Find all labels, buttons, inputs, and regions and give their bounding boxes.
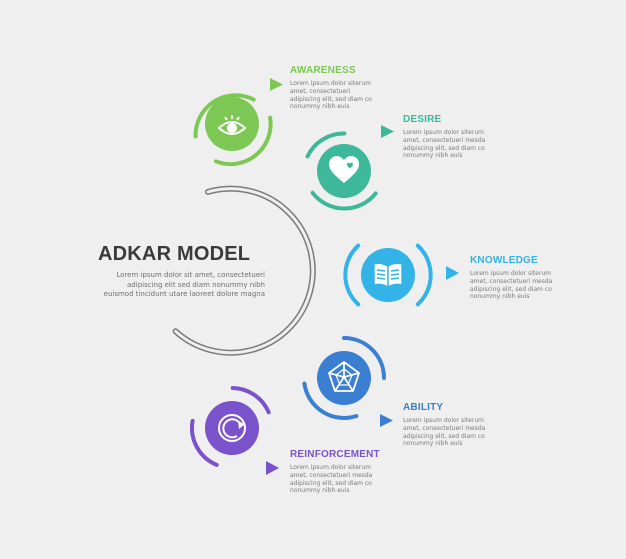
pointer-arrow-awareness <box>270 78 283 91</box>
step-title-ability: ABILITY <box>403 402 444 413</box>
step-title-reinforcement: REINFORCEMENT <box>290 449 380 460</box>
step-description-awareness: Lorem ipsum dolor siterum amet, consecte… <box>290 80 372 111</box>
center-arc-inner <box>174 187 315 355</box>
diagram-title: ADKAR MODEL <box>98 243 251 265</box>
pointer-arrow-ability <box>380 414 393 427</box>
step-ability-node <box>302 336 393 427</box>
step-title-desire: DESIRE <box>403 114 442 125</box>
step-title-knowledge: KNOWLEDGE <box>470 255 538 266</box>
refresh-icon <box>218 414 246 442</box>
step-description-desire: Lorem ipsum dolor siterum amet, consecte… <box>403 129 486 160</box>
eye-icon <box>217 115 247 135</box>
step-description-reinforcement: Lorem ipsum dolor siterum amet, consecte… <box>290 464 373 495</box>
step-reinforcement-node <box>190 386 279 475</box>
diagram-subtitle: Lorem ipsum dolor sit amet, consectetuer… <box>103 271 265 299</box>
pentagon-chart-icon <box>328 361 360 392</box>
step-description-ability: Lorem ipsum dolor siterum amet, consecte… <box>403 417 486 448</box>
pointer-arrow-desire <box>381 125 394 138</box>
step-desire-node <box>305 125 394 211</box>
step-description-knowledge: Lorem ipsum dolor siterum amet, consecte… <box>470 270 553 301</box>
heart-icon <box>329 156 359 183</box>
step-knowledge-node <box>343 243 459 307</box>
step-awareness-node <box>193 78 283 167</box>
pointer-arrow-knowledge <box>446 266 459 280</box>
open-book-icon <box>373 262 403 289</box>
pointer-arrow-reinforcement <box>266 461 279 475</box>
step-title-awareness: AWARENESS <box>290 65 356 76</box>
